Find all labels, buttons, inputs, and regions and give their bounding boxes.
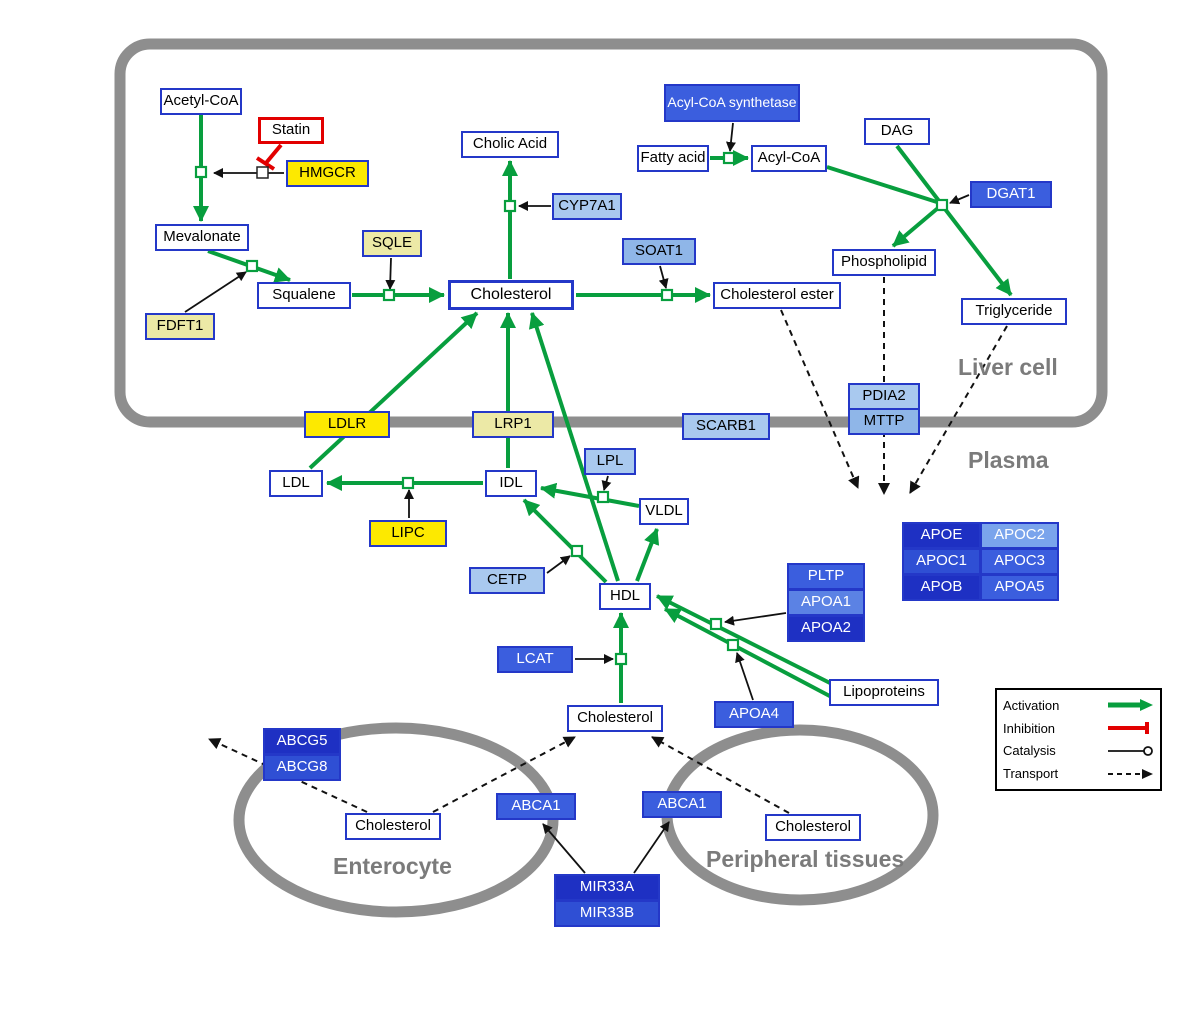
node-cholesterol-ester[interactable]: Cholesterol ester (713, 282, 841, 309)
node-abcg8[interactable]: ABCG8 (263, 754, 341, 781)
legend-catalysis-label: Catalysis (1003, 743, 1056, 759)
node-scarb1[interactable]: SCARB1 (682, 413, 770, 440)
node-abca1-enterocyte[interactable]: ABCA1 (496, 793, 576, 820)
node-cetp[interactable]: CETP (469, 567, 545, 594)
node-fatty-acid[interactable]: Fatty acid (637, 145, 709, 172)
node-fdft1[interactable]: FDFT1 (145, 313, 215, 340)
node-mttp[interactable]: MTTP (848, 408, 920, 435)
node-ldl[interactable]: LDL (269, 470, 323, 497)
legend-activation-label: Activation (1003, 697, 1060, 713)
statin-target-node (256, 166, 269, 179)
catalysis-edges (184, 122, 970, 874)
node-apoc2[interactable]: APOC2 (980, 522, 1059, 549)
node-cholesterol-peripheral[interactable]: Cholesterol (765, 814, 861, 841)
activation-arrow-icon (1108, 699, 1153, 712)
node-hdl[interactable]: HDL (599, 583, 651, 610)
node-apoc3[interactable]: APOC3 (980, 548, 1059, 575)
legend-row-catalysis: Catalysis (1003, 743, 1154, 758)
inhibition-edge (255, 143, 283, 171)
reaction-nodes (194, 151, 949, 666)
node-apoc1[interactable]: APOC1 (902, 548, 981, 575)
node-lpl[interactable]: LPL (584, 448, 636, 475)
node-pdia2[interactable]: PDIA2 (848, 383, 920, 410)
enterocyte-label: Enterocyte (333, 853, 452, 879)
node-statin[interactable]: Statin (258, 117, 324, 144)
node-cholic-acid[interactable]: Cholic Acid (461, 131, 559, 158)
legend-row-activation: Activation (1003, 698, 1154, 713)
node-mir33a[interactable]: MIR33A (554, 874, 660, 901)
node-lrp1[interactable]: LRP1 (472, 411, 554, 438)
node-dag[interactable]: DAG (864, 118, 930, 145)
compartment-shapes (114, 38, 1108, 918)
legend: Activation Inhibition Catalysis Transpor… (995, 688, 1162, 791)
node-apoa5[interactable]: APOA5 (980, 574, 1059, 601)
legend-row-transport: Transport (1003, 766, 1154, 781)
node-cholesterol-enterocyte[interactable]: Cholesterol (345, 813, 441, 840)
node-ldlr[interactable]: LDLR (304, 411, 390, 438)
node-apoa1[interactable]: APOA1 (787, 589, 865, 616)
node-lipoproteins[interactable]: Lipoproteins (829, 679, 939, 706)
node-cholesterol-plasma[interactable]: Cholesterol (567, 705, 663, 732)
node-idl[interactable]: IDL (485, 470, 537, 497)
node-lipc[interactable]: LIPC (369, 520, 447, 547)
node-acetyl-coa[interactable]: Acetyl-CoA (160, 88, 242, 115)
node-squalene[interactable]: Squalene (257, 282, 351, 309)
node-apoa4[interactable]: APOA4 (714, 701, 794, 728)
node-acyl-coa[interactable]: Acyl-CoA (751, 145, 827, 172)
node-cholesterol-liver[interactable]: Cholesterol (448, 280, 574, 310)
liver-cell-membrane (114, 38, 1108, 428)
node-dgat1[interactable]: DGAT1 (970, 181, 1052, 208)
node-pltp[interactable]: PLTP (787, 563, 865, 590)
node-sqle[interactable]: SQLE (362, 230, 422, 257)
enterocyte-membrane (233, 722, 559, 918)
node-phospholipid[interactable]: Phospholipid (832, 249, 936, 276)
transport-dashed-arrow-icon (1108, 768, 1153, 779)
legend-row-inhibition: Inhibition (1003, 721, 1154, 736)
activation-edges (193, 114, 1013, 704)
node-vldl[interactable]: VLDL (639, 498, 689, 525)
node-acyl-coa-synthetase[interactable]: Acyl-CoA synthetase (664, 84, 800, 122)
node-apoe[interactable]: APOE (902, 522, 981, 549)
node-soat1[interactable]: SOAT1 (622, 238, 696, 265)
node-lcat[interactable]: LCAT (497, 646, 573, 673)
transport-edges (208, 277, 1008, 814)
node-hmgcr[interactable]: HMGCR (286, 160, 369, 187)
peripheral-tissues-label: Peripheral tissues (706, 846, 905, 872)
node-mevalonate[interactable]: Mevalonate (155, 224, 249, 251)
node-cyp7a1[interactable]: CYP7A1 (552, 193, 622, 220)
legend-inhibition-label: Inhibition (1003, 720, 1056, 736)
liver-cell-label: Liver cell (958, 354, 1058, 380)
node-abca1-peripheral[interactable]: ABCA1 (642, 791, 722, 818)
catalysis-circle-icon (1108, 745, 1153, 756)
plasma-label: Plasma (968, 447, 1049, 473)
node-triglyceride[interactable]: Triglyceride (961, 298, 1067, 325)
node-apob[interactable]: APOB (902, 574, 981, 601)
node-abcg5[interactable]: ABCG5 (263, 728, 341, 755)
node-apoa2[interactable]: APOA2 (787, 615, 865, 642)
node-mir33b[interactable]: MIR33B (554, 900, 660, 927)
legend-transport-label: Transport (1003, 766, 1059, 782)
inhibition-tee-icon (1108, 722, 1149, 735)
